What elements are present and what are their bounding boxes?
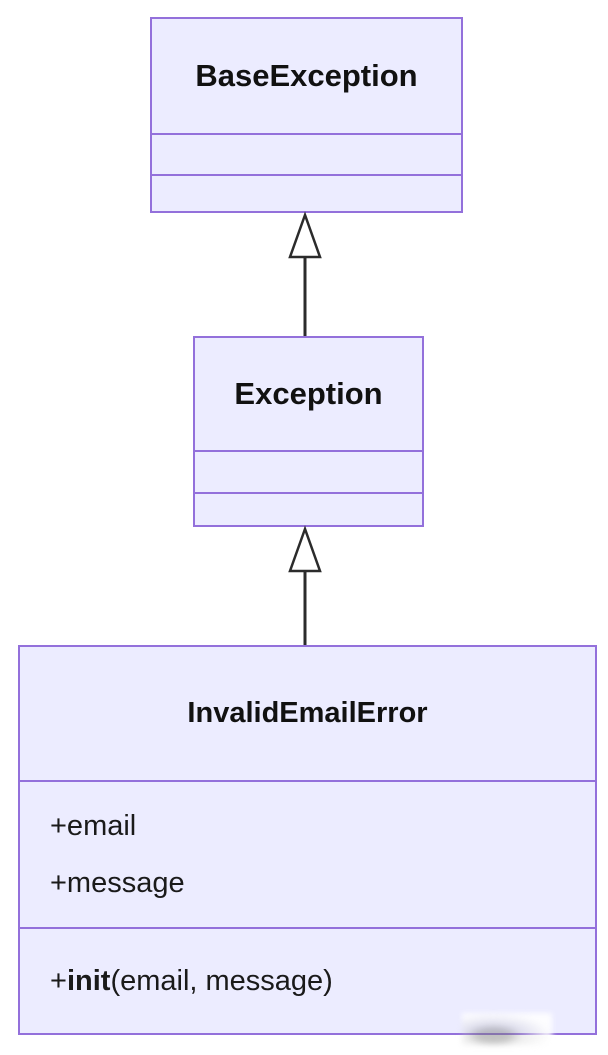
inheritance-arrowhead-icon (288, 525, 322, 573)
methods-compartment (152, 174, 461, 211)
inheritance-arrow-invalidemailerror-to-exception (288, 525, 322, 645)
attribute-message: +message (50, 867, 185, 899)
inheritance-arrowhead-icon (288, 211, 322, 259)
class-box-invalidemailerror: InvalidEmailError +email +message +init(… (18, 645, 597, 1035)
inheritance-arrow-exception-to-baseexception (288, 211, 322, 336)
attributes-compartment (152, 133, 461, 174)
class-box-baseexception: BaseException (150, 17, 463, 213)
method-init: +init(email, message) (50, 965, 333, 998)
methods-compartment: +init(email, message) (20, 927, 595, 1033)
class-box-exception: Exception (193, 336, 424, 527)
class-title: InvalidEmailError (187, 697, 428, 729)
method-params: (email, message) (110, 964, 333, 997)
methods-compartment (195, 492, 422, 525)
class-title: BaseException (195, 58, 418, 93)
attribute-email: +email (50, 810, 137, 842)
attributes-compartment: +email +message (20, 780, 595, 927)
class-title: Exception (234, 376, 383, 411)
method-name: init (66, 964, 111, 997)
attributes-compartment (195, 450, 422, 492)
method-visibility-prefix: + (50, 964, 67, 997)
